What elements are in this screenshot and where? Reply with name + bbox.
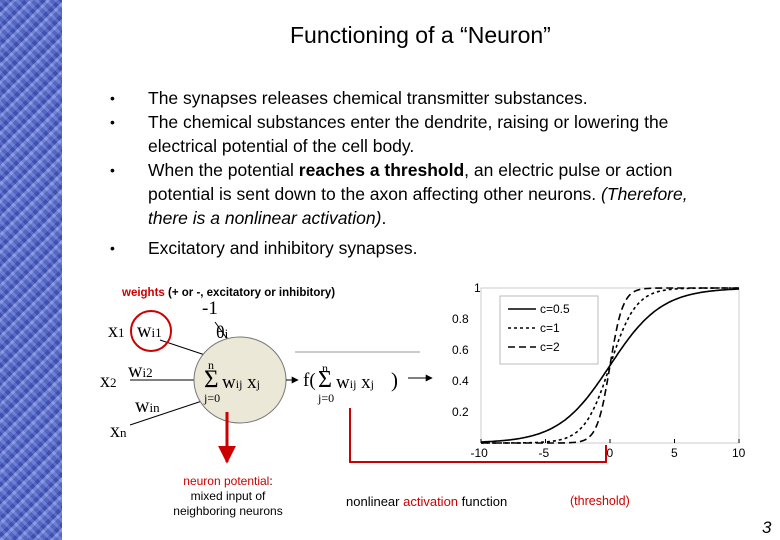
legend-label: c=0.5 xyxy=(540,302,570,316)
legend-label: c=2 xyxy=(540,340,560,354)
fsum-term-w: w xyxy=(336,372,350,393)
input-symbol: x xyxy=(110,420,120,442)
bullet-text-end: . xyxy=(381,208,387,228)
sum-upper-limit: n xyxy=(208,358,214,372)
x-tick-label: 0 xyxy=(607,446,614,460)
weight-symbol: w xyxy=(137,320,152,342)
x-tick-label: 10 xyxy=(732,446,746,460)
fsum-term-w-sub: ij xyxy=(349,377,357,391)
fsum-term: wij xj xyxy=(336,372,374,394)
weights-label-red: weights xyxy=(122,287,165,299)
activation-caption-red: activation xyxy=(403,494,459,509)
weights-label-rest: (+ or -, excitatory or inhibitory) xyxy=(164,287,336,299)
input-xn: xn xyxy=(110,420,127,443)
legend-box xyxy=(499,295,599,365)
y-tick-label: 0.4 xyxy=(452,374,469,388)
bias-input: -1 xyxy=(202,298,218,319)
x-tick-label: 5 xyxy=(671,446,678,460)
fsum-sigma: Σ xyxy=(318,367,332,393)
fsum-term-x: x xyxy=(361,372,371,393)
input-symbol: x xyxy=(100,370,110,392)
input-x1: x1 xyxy=(108,320,125,343)
bullet-item: • When the potential reaches a threshold… xyxy=(110,158,710,230)
weight-wn: win xyxy=(135,395,160,418)
y-tick-label: 0.2 xyxy=(452,405,469,419)
slide-title: Functioning of a “Neuron” xyxy=(290,22,551,48)
weight-w2: wi2 xyxy=(128,360,153,383)
bullet-dot-icon: • xyxy=(110,114,115,130)
weight-symbol: w xyxy=(135,395,150,417)
fsum-term-x-sub: j xyxy=(370,377,374,391)
y-tick-label: 0.6 xyxy=(452,343,469,357)
input-subscript: 1 xyxy=(118,325,125,340)
y-tick-label: 0.8 xyxy=(452,312,469,326)
weight-w1: wi1 xyxy=(137,320,162,343)
bullet-text-pre: When the potential xyxy=(148,160,299,180)
input-line-x1 xyxy=(159,339,206,356)
sigmoid-chart: 0.2 0.4 0.6 0.8 1 -10 -5 0 5 10 c=0.5 c=1 c=2 xyxy=(452,281,746,460)
bullet-text-post: , an electric pulse or action potential … xyxy=(148,160,673,204)
theta-glyph: θ xyxy=(216,322,225,342)
sum-term-x-sub: j xyxy=(256,377,260,391)
sum-term-w: w xyxy=(222,372,236,393)
bullet-list: • The synapses releases chemical transmi… xyxy=(110,86,710,260)
threshold-caption: (threshold) xyxy=(570,494,630,508)
bullet-text: Excitatory and inhibitory synapses. xyxy=(148,238,418,258)
sum-term-x: x xyxy=(247,372,257,393)
weight-subscript: in xyxy=(149,400,160,415)
activation-caption-pre: nonlinear xyxy=(346,494,404,509)
bullet-dot-icon: • xyxy=(110,240,115,256)
bullet-dot-icon: • xyxy=(110,162,115,178)
neuron-potential-line2: mixed input of xyxy=(190,489,266,503)
neuron-potential-colon: : xyxy=(269,474,273,488)
legend-label: c=1 xyxy=(540,321,560,335)
bullet-text-bold: reaches a threshold xyxy=(298,160,465,180)
input-subscript: 2 xyxy=(110,375,117,390)
x-tick-label: -5 xyxy=(539,446,550,460)
fsum-lower-limit: j=0 xyxy=(318,391,335,405)
series-curve-c=0.5 xyxy=(480,288,740,443)
input-subscript: n xyxy=(120,425,127,440)
input-symbol: x xyxy=(108,320,118,342)
neuron-potential-heading: neuron potential: xyxy=(158,474,298,489)
sum-term: wij xj xyxy=(222,372,260,394)
neuron-potential-caption: neuron potential: mixed input of neighbo… xyxy=(158,474,298,519)
weight-subscript: i1 xyxy=(151,325,162,340)
bullet-text: The synapses releases chemical transmitt… xyxy=(148,88,588,108)
sum-term-w-sub: ij xyxy=(235,377,243,391)
series-curve-c=1 xyxy=(481,287,739,444)
weight-subscript: i2 xyxy=(142,365,153,380)
fsum-upper-limit: n xyxy=(322,361,328,375)
activation-close-paren: ) xyxy=(391,368,398,392)
neuron-potential-line3: neighboring neurons xyxy=(173,504,283,518)
sum-sigma: Σ xyxy=(204,366,219,393)
bullet-text: The chemical substances enter the dendri… xyxy=(148,112,669,156)
decorative-side-strip xyxy=(0,0,62,540)
page-number: 3 xyxy=(762,518,772,537)
theta-subscript: i xyxy=(224,326,229,341)
input-x2: x2 xyxy=(100,370,117,393)
activation-caption: nonlinear activation function xyxy=(346,494,507,509)
bullet-dot-icon: • xyxy=(110,90,115,106)
bullet-item: • Excitatory and inhibitory synapses. xyxy=(110,236,710,260)
neuron-potential-red: neuron potential xyxy=(183,474,270,488)
activation-f: f( xyxy=(303,370,316,391)
bullet-text-italic: (Therefore, there is a nonlinear activat… xyxy=(148,184,688,228)
bullet-item: • The synapses releases chemical transmi… xyxy=(110,86,710,110)
weight-symbol: w xyxy=(128,360,143,382)
activation-caption-post: function xyxy=(458,494,508,509)
weights-label: weights (+ or -, excitatory or inhibitor… xyxy=(122,287,335,299)
threshold-symbol: θi xyxy=(216,322,228,343)
bullet-item: • The chemical substances enter the dend… xyxy=(110,110,710,158)
sum-lower-limit: j=0 xyxy=(204,391,221,405)
x-tick-label: -10 xyxy=(471,446,489,460)
y-tick-label: 1 xyxy=(474,281,481,295)
